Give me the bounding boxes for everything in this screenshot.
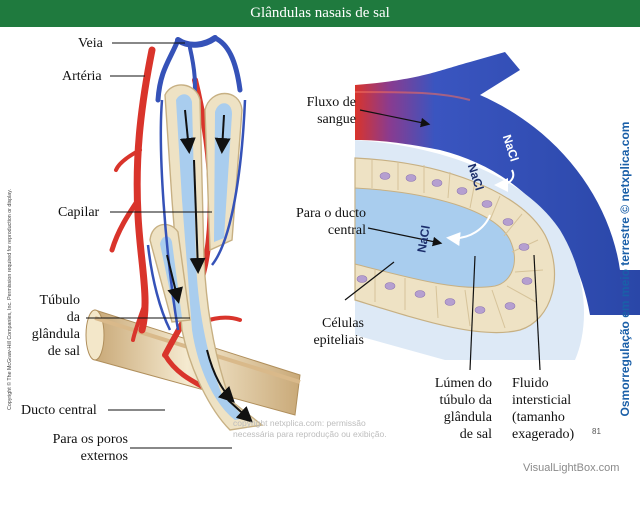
side-credit: Osmorregulação em meio terrestre © netxp… [618,121,632,417]
label-interstitial-fluid-line-2: intersticial [512,393,572,408]
label-epithelial-cells-line-1: Células [322,316,364,331]
label-tubule: Túbulo da glândula de sal [22,292,80,360]
label-interstitial-fluid: Fluido intersticial (tamanho exagerado) [512,375,602,443]
label-blood-flow-line-1: Fluxo de [306,95,356,110]
label-tubule-line-4: de sal [47,344,80,359]
label-interstitial-fluid-line-3: (tamanho [512,410,565,425]
label-tubule-line-2: da [66,310,80,325]
label-external-pores: Para os poros externos [20,431,128,465]
label-central-duct: Ducto central [21,403,97,418]
label-tubule-lumen-line-2: túbulo da [439,393,493,408]
label-epithelial-cells: Células epiteliais [288,315,364,349]
vein-vessels [155,35,243,103]
label-tubule-lumen-line-1: Lúmen do [434,376,492,391]
label-external-pores-line-2: externos [80,449,128,464]
label-tubule-lumen-line-3: glândula [443,410,492,425]
label-capillary: Capilar [58,205,100,220]
label-tubule-lumen: Lúmen do túbulo da glândula de sal [422,375,492,443]
label-tubule-line-1: Túbulo [39,293,80,308]
page-number: 81 [592,427,601,436]
label-to-central-duct-line-1: Para o ducto [296,206,366,221]
label-tubule-lumen-line-4: de sal [459,427,492,442]
label-blood-flow-line-2: sangue [317,112,356,127]
visuallightbox-credit[interactable]: VisualLightBox.com [523,462,620,474]
watermark-line-1: copyright netxplica.com: permissão [233,418,366,428]
flow-arrows-left [166,109,253,423]
copyright-notice: Copyright © The McGraw-Hill Companies, I… [7,189,13,410]
watermark-line-2: necessária para reprodução ou exibição. [233,429,387,439]
label-vein: Veia [78,36,103,51]
label-tubule-line-3: glândula [31,327,80,342]
label-to-central-duct-line-2: central [327,223,366,238]
nacl-transport-arrows [446,169,515,246]
diagram-title: Glândulas nasais de sal [0,0,640,27]
right-label-leader-lines [344,109,541,371]
label-blood-flow: Fluxo de sangue [292,94,356,128]
label-interstitial-fluid-line-4: exagerado) [512,427,575,442]
label-epithelial-cells-line-2: epiteliais [313,333,364,348]
watermark-text: copyright netxplica.com: permissão neces… [233,418,453,440]
label-interstitial-fluid-line-1: Fluido [512,376,549,391]
label-to-central-duct: Para o ducto central [262,205,366,239]
label-artery: Artéria [62,69,102,84]
salt-gland-illustration [85,35,640,449]
label-external-pores-line-1: Para os poros [52,432,128,447]
left-label-leader-lines [86,42,232,449]
